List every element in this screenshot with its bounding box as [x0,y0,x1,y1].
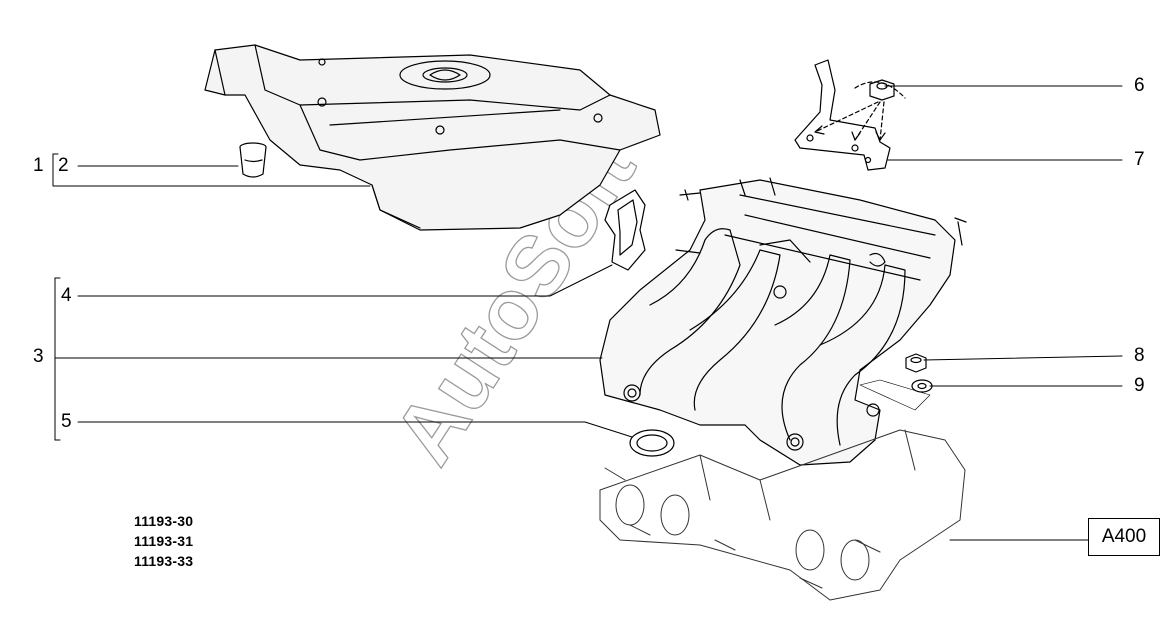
callout-8: 8 [1134,345,1145,366]
model-code: 11193-33 [134,553,194,569]
leader-lines [52,85,1123,541]
callout-5: 5 [61,411,72,432]
model-code: 11193-31 [134,533,194,549]
seal-ring-part [629,429,675,457]
reference-box-a400: A400 [1088,518,1160,556]
engine-cover-part [204,44,661,231]
intake-manifold-part [599,177,967,466]
cylinder-head-part [599,429,966,601]
callout-9: 9 [1134,375,1145,396]
rubber-grommet-part [239,142,267,178]
callout-4: 4 [61,285,72,306]
washer-part [911,379,933,393]
nut-part [905,353,927,373]
callout-3: 3 [33,346,44,367]
callout-6: 6 [1134,75,1145,96]
callout-2: 2 [58,155,69,176]
mounting-bracket-part [794,59,906,171]
callout-1: 1 [33,155,44,176]
callout-7: 7 [1134,149,1145,170]
intake-gasket-part [604,189,646,271]
model-code: 11193-30 [134,513,194,529]
